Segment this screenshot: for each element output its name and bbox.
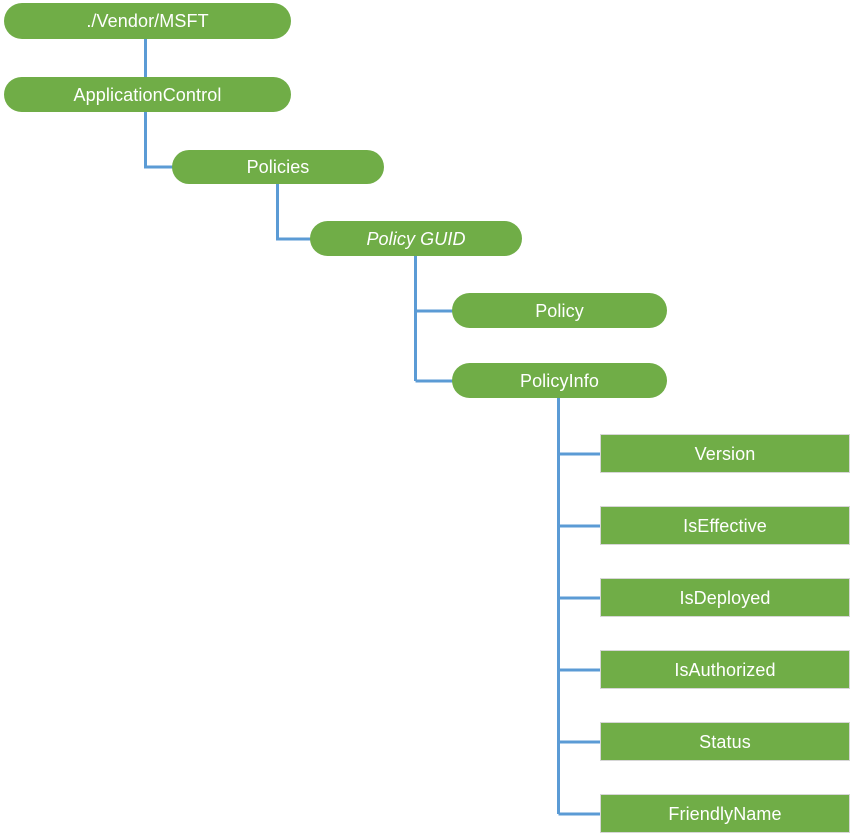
- node-policy[interactable]: Policy: [452, 293, 667, 328]
- node-application-control[interactable]: ApplicationControl: [4, 77, 291, 112]
- node-label-version: Version: [694, 443, 756, 464]
- node-policy-info[interactable]: PolicyInfo: [452, 363, 667, 398]
- node-label-policies: Policies: [246, 157, 310, 177]
- node-is-authorized[interactable]: IsAuthorized: [600, 650, 850, 689]
- node-version[interactable]: Version: [600, 434, 850, 473]
- node-label-friendly-name: FriendlyName: [668, 803, 782, 824]
- node-is-effective[interactable]: IsEffective: [600, 506, 850, 545]
- node-vendor-msft[interactable]: ./Vendor/MSFT: [4, 3, 291, 39]
- node-label-policy-info: PolicyInfo: [519, 370, 600, 391]
- node-label-application-control: ApplicationControl: [73, 84, 222, 105]
- edge-policies-to-policyguid: [276, 184, 311, 241]
- node-label-is-authorized: IsAuthorized: [674, 659, 776, 680]
- node-is-deployed[interactable]: IsDeployed: [600, 578, 850, 617]
- node-policy-guid[interactable]: Policy GUID: [310, 221, 522, 256]
- node-status[interactable]: Status: [600, 722, 850, 761]
- edge-applicationcontrol-to-policies: [144, 111, 173, 169]
- node-policies[interactable]: Policies: [172, 150, 384, 184]
- node-friendly-name[interactable]: FriendlyName: [600, 794, 850, 833]
- node-label-status: Status: [699, 731, 751, 752]
- node-label-is-effective: IsEffective: [683, 515, 767, 536]
- node-label-policy: Policy: [535, 300, 584, 321]
- node-label-vendor-msft: ./Vendor/MSFT: [86, 11, 209, 31]
- node-label-policy-guid: Policy GUID: [366, 228, 466, 249]
- node-label-is-deployed: IsDeployed: [679, 587, 771, 608]
